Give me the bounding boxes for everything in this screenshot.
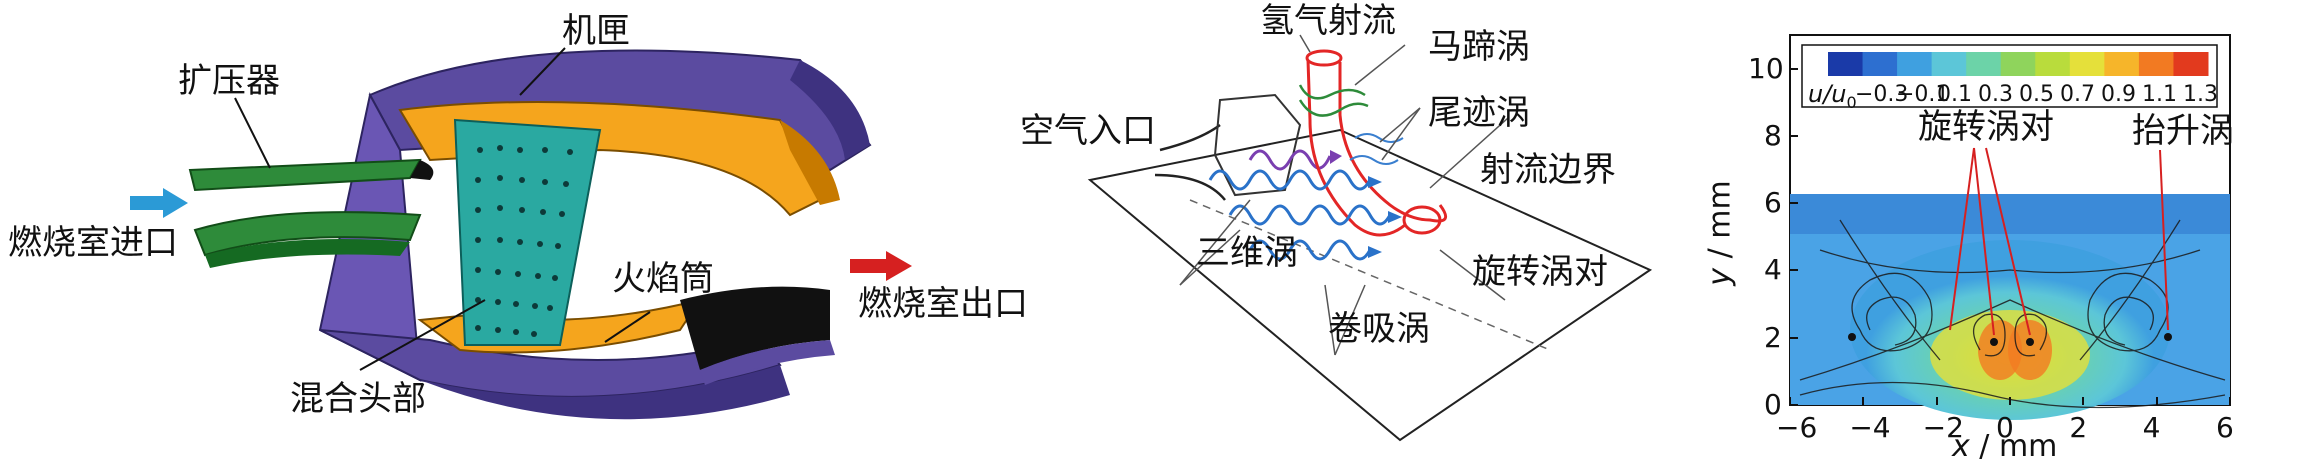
label-casing: 机匣 bbox=[562, 11, 630, 51]
label-air-inlet: 空气入口 bbox=[1020, 111, 1156, 151]
colorbar-tick-label: 1.3 bbox=[2183, 82, 2218, 107]
y-tick-label: 0 bbox=[1764, 388, 1782, 421]
colorbar bbox=[1828, 52, 2209, 76]
x-tick-label: 2 bbox=[2069, 411, 2088, 444]
x-tick-label: 6 bbox=[2216, 411, 2234, 444]
x-tick-label: −6 bbox=[1776, 411, 1818, 444]
tick-marks bbox=[1789, 68, 2231, 406]
colorbar-swatch bbox=[1862, 52, 1898, 76]
colorbar-swatch bbox=[2000, 52, 2036, 76]
horseshoe-vortex bbox=[1298, 84, 1369, 117]
vortex-drawing bbox=[1087, 34, 1653, 442]
y-tick-label: 4 bbox=[1764, 253, 1782, 287]
jet-vortex-schematic-panel: 氢气射流 马蹄涡 空气入口 尾迹涡 射流边界 三维涡 旋转涡对 卷吸涡 bbox=[1010, 0, 1690, 465]
jet-boundary-right bbox=[1338, 62, 1448, 223]
colorbar-swatch bbox=[1931, 52, 1967, 76]
vortex-cores bbox=[1848, 333, 2172, 346]
y-axis-label: y / mm bbox=[1702, 180, 1738, 286]
label-outlet: 燃烧室出口 bbox=[858, 284, 1028, 324]
label-horseshoe-vortex: 马蹄涡 bbox=[1428, 27, 1530, 67]
outlet-duct bbox=[680, 286, 830, 370]
y-tick-label: 10 bbox=[1748, 51, 1784, 85]
label-entrainment-vortex: 卷吸涡 bbox=[1328, 309, 1430, 349]
colorbar-tick-label: 0.7 bbox=[2060, 82, 2095, 107]
colorbar-swatch bbox=[1828, 52, 1864, 76]
colorbar-tick-label: 1.1 bbox=[2142, 82, 2177, 107]
annotation-leaders bbox=[1949, 147, 2169, 336]
label-counter-rotating-pair: 旋转涡对 bbox=[1918, 107, 2054, 147]
colorbar-swatch bbox=[2104, 52, 2140, 76]
colorbar-swatch bbox=[2173, 52, 2209, 76]
colorbar-swatch bbox=[2069, 52, 2105, 76]
label-liner: 火焰筒 bbox=[612, 259, 714, 299]
label-jet-boundary: 射流边界 bbox=[1480, 150, 1616, 190]
colorbar-tick-label: 0.9 bbox=[2101, 82, 2136, 107]
y-tick-label: 2 bbox=[1764, 320, 1782, 354]
combustor-schematic-panel: 机匣 扩压器 燃烧室进口 火焰筒 燃烧室出口 混合头部 bbox=[0, 0, 1080, 465]
colorbar-tick-label: 0.1 bbox=[1937, 82, 1972, 107]
inlet-duct bbox=[1154, 123, 1226, 201]
outlet-arrow bbox=[850, 251, 912, 281]
colorbar-tick-label: 0.5 bbox=[2019, 82, 2054, 107]
label-diffuser: 扩压器 bbox=[178, 61, 280, 101]
counter-rotating-vortex-pair bbox=[1208, 169, 1392, 261]
inlet-arrow bbox=[130, 188, 188, 218]
colorbar-tick-label: −0.1 bbox=[1896, 82, 1950, 107]
contour-plot bbox=[1789, 34, 2231, 420]
x-tick-label: −2 bbox=[1922, 411, 1964, 444]
label-3d-vortex: 三维涡 bbox=[1196, 233, 1298, 273]
colorbar-swatch bbox=[1966, 52, 2002, 76]
colorbar-tick-label: −0.3 bbox=[1855, 82, 1909, 107]
y-tick-label: 8 bbox=[1764, 118, 1782, 152]
y-tick-label: 6 bbox=[1764, 186, 1782, 220]
combustor-drawing bbox=[130, 47, 912, 420]
label-wake-vortex: 尾迹涡 bbox=[1428, 93, 1530, 133]
label-lift-vortex: 抬升涡 bbox=[2132, 111, 2234, 151]
label-counter-rotating-pair: 旋转涡对 bbox=[1472, 252, 1608, 292]
label-mixing-head: 混合头部 bbox=[290, 379, 426, 419]
jet-boundary-left bbox=[1306, 59, 1406, 237]
colorbar-tick-label: 0.3 bbox=[1978, 82, 2013, 107]
diffuser-bottom bbox=[193, 211, 422, 257]
mixing-head-holes bbox=[475, 145, 573, 337]
x-axis-label: x / mm bbox=[1952, 429, 2058, 464]
mixing-head bbox=[453, 118, 602, 346]
label-hydrogen-jet: 氢气射流 bbox=[1260, 1, 1396, 41]
x-tick-label: −4 bbox=[1849, 411, 1891, 444]
label-inlet: 燃烧室进口 bbox=[8, 223, 178, 263]
leader-lines bbox=[1179, 34, 1509, 356]
ground-plate bbox=[1087, 128, 1653, 442]
x-tick-label: 0 bbox=[1996, 411, 2014, 444]
x-tick-label: 4 bbox=[2142, 411, 2161, 444]
colorbar-swatch bbox=[2035, 52, 2071, 76]
colorbar-swatch bbox=[2138, 52, 2174, 76]
colorbar-swatch bbox=[1897, 52, 1933, 76]
leader-lines bbox=[234, 47, 651, 371]
inlet-swirl bbox=[1248, 149, 1332, 171]
colorbar-label: u/u0 bbox=[1808, 80, 1857, 112]
streamlines bbox=[1799, 219, 2226, 409]
